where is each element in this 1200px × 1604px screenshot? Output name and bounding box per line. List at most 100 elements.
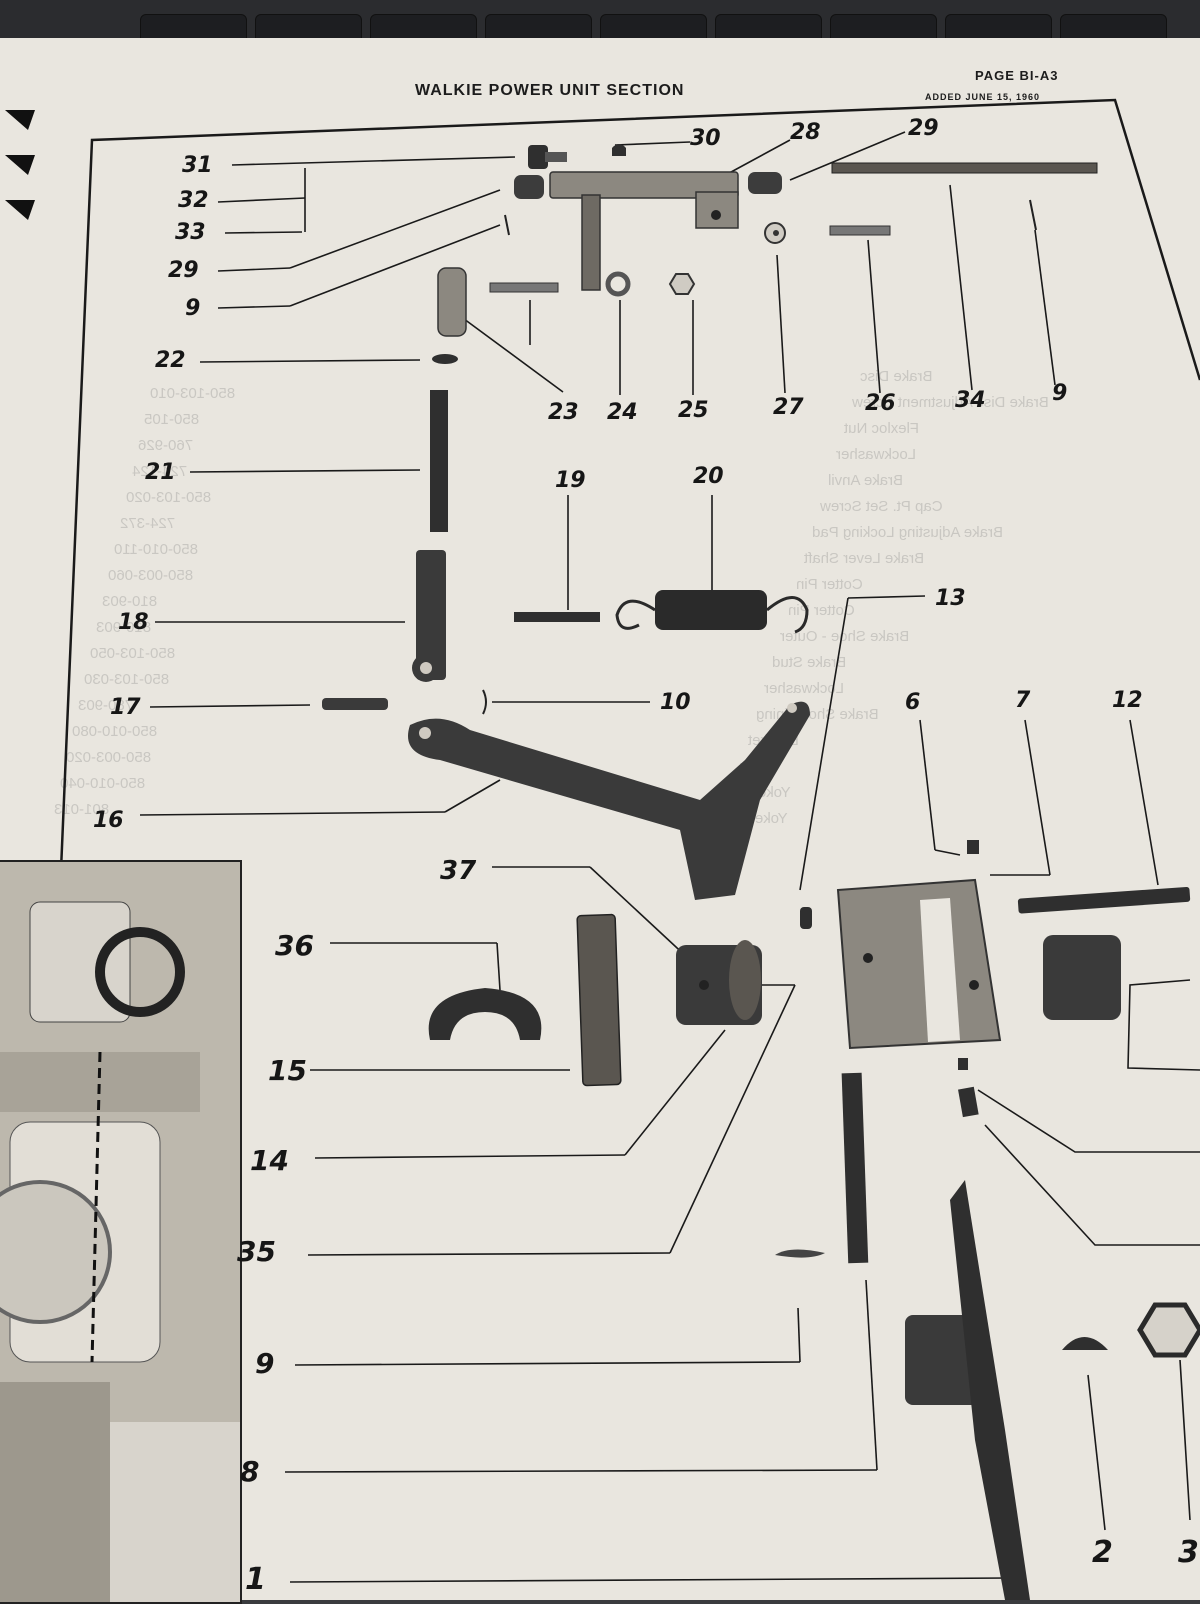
leader-line — [934, 849, 961, 856]
leader-line — [1034, 229, 1056, 386]
part-22-washer — [432, 354, 458, 364]
leader-line — [231, 156, 516, 166]
added-date: ADDED JUNE 15, 1960 — [925, 92, 1041, 102]
callout-13: 13 — [935, 586, 966, 611]
leader-line — [149, 704, 311, 708]
callout-3: 3 — [1178, 1535, 1199, 1570]
leader-line — [217, 197, 306, 203]
part-28-lever-arm — [581, 194, 601, 291]
photo-wheel — [0, 1180, 112, 1324]
callout-31: 31 — [182, 153, 213, 178]
leader-line — [1024, 719, 1051, 876]
part-12-stud — [1017, 886, 1191, 914]
callout-9-right: 9 — [1052, 381, 1068, 406]
part-9-cotter-pin — [1029, 199, 1037, 231]
part-26-screw — [829, 225, 891, 236]
leader-line — [589, 866, 691, 961]
callout-16: 16 — [93, 808, 124, 833]
callout-9-upper: 9 — [185, 296, 201, 321]
leader-line — [307, 1252, 671, 1256]
spring-hook — [615, 599, 656, 630]
part-set-screw — [958, 1086, 979, 1118]
part-hole — [711, 210, 721, 220]
leader-line — [294, 1361, 801, 1366]
callout-26: 26 — [865, 391, 896, 416]
callout-34: 34 — [955, 388, 986, 413]
part-6-nut — [967, 840, 979, 854]
part-31-bolt-head — [528, 145, 548, 169]
part-17-pin — [322, 698, 388, 710]
leader-line — [789, 131, 906, 181]
callout-28: 28 — [790, 120, 821, 145]
leader-line — [799, 597, 849, 891]
leader-line — [139, 811, 446, 816]
inset-photograph — [0, 860, 242, 1604]
leader-line — [614, 141, 691, 146]
part-hole — [420, 662, 432, 674]
callout-32: 32 — [178, 188, 209, 213]
photo-pointer-line — [90, 1051, 102, 1363]
callout-2: 2 — [1092, 1535, 1113, 1570]
callout-20: 20 — [693, 464, 724, 489]
part-9-cotter-pin — [775, 1249, 825, 1258]
part-20-spring — [615, 590, 809, 634]
leader-line — [847, 595, 926, 599]
callout-18: 18 — [118, 610, 149, 635]
leader-line — [1179, 1359, 1191, 1521]
leader-line — [217, 267, 291, 272]
part-8-shaft — [841, 1072, 869, 1264]
part-2-key — [1062, 1337, 1108, 1350]
leader-line — [669, 984, 796, 1254]
leader-line — [797, 1307, 801, 1363]
callout-35: 35 — [237, 1235, 276, 1268]
leader-line — [867, 239, 881, 394]
part-roller — [1043, 935, 1121, 1020]
part-29-bushing — [748, 172, 782, 194]
part-1-brake-disc — [950, 1180, 1030, 1600]
callout-25: 25 — [678, 398, 709, 423]
leader-line — [949, 184, 973, 391]
leader-line — [865, 1279, 878, 1471]
page-number: PAGE BI-A3 — [975, 68, 1059, 83]
part-10-cotter-pin — [482, 689, 487, 715]
part-hole — [969, 980, 979, 990]
leader-line — [289, 189, 501, 269]
part-23-set-screw — [489, 282, 559, 293]
callout-23: 23 — [548, 400, 579, 425]
part-bracket-slot — [920, 898, 960, 1042]
callout-14: 14 — [250, 1144, 289, 1177]
part-hole — [863, 953, 873, 963]
machine-photo — [0, 862, 240, 1602]
photo-coil — [95, 927, 185, 1017]
leader-line — [1129, 719, 1159, 886]
part-hole — [699, 980, 709, 990]
callout-37: 37 — [440, 856, 477, 886]
part-3-nut — [1137, 1302, 1200, 1358]
spring-hook — [766, 596, 809, 634]
leader-lines — [139, 131, 1200, 1583]
leader-line — [776, 254, 786, 394]
callout-1: 1 — [245, 1562, 266, 1597]
part-32-bushing — [514, 175, 544, 199]
part-30 — [612, 144, 626, 156]
callout-21: 21 — [145, 460, 176, 485]
callout-22: 22 — [155, 348, 186, 373]
spring-coil — [655, 590, 767, 630]
binding-ring — [5, 200, 35, 220]
leader-line — [624, 1029, 726, 1156]
leader-line — [1127, 979, 1200, 1071]
part-18-yoke — [416, 550, 446, 680]
photo-frame-plate — [110, 1422, 240, 1602]
leader-line — [284, 1469, 878, 1473]
callout-9-lower: 9 — [255, 1347, 275, 1380]
part-25-flexloc-nut — [668, 273, 696, 295]
part-23-adjusting-pad — [437, 267, 467, 337]
callout-17: 17 — [110, 695, 141, 720]
part-13-key — [800, 907, 812, 929]
leader-line — [1087, 1374, 1106, 1531]
callout-19: 19 — [555, 468, 586, 493]
parts — [322, 144, 1200, 1600]
callout-29-top: 29 — [908, 116, 939, 141]
